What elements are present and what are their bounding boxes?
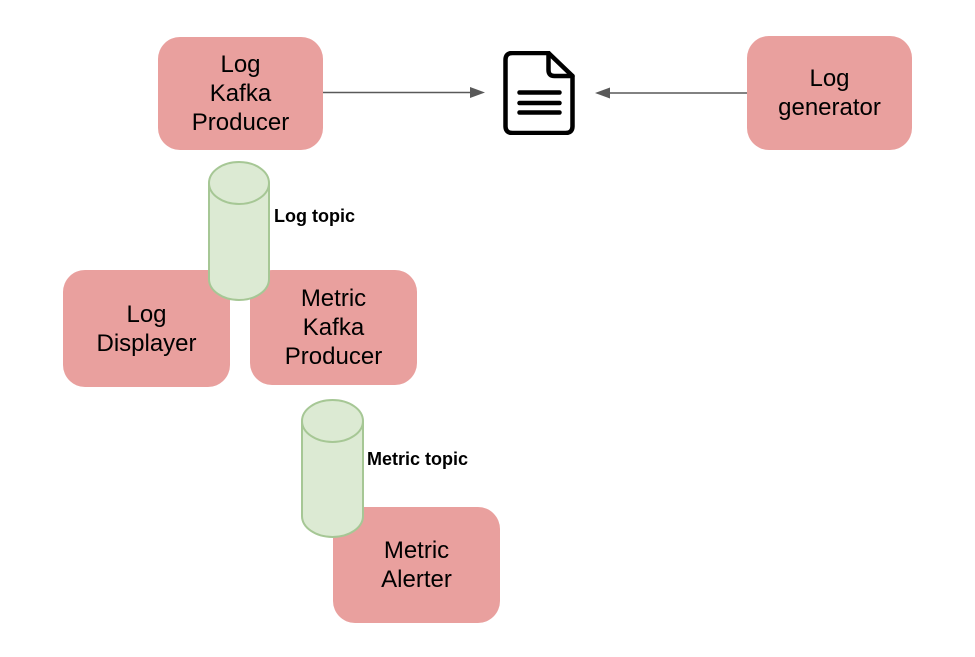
metric-topic-label: Metric topic: [367, 449, 469, 469]
node-log-generator: Log generator: [747, 36, 912, 150]
metric-topic-cylinder: [301, 399, 364, 538]
node-label: Log generator: [778, 65, 881, 121]
node-metric-alerter: Metric Alerter: [333, 507, 500, 623]
log-topic-cylinder: [208, 161, 270, 301]
arrow-producer-to-file: [323, 87, 485, 98]
node-label: Log Kafka Producer: [191, 51, 290, 136]
node-label: Metric Kafka Producer: [284, 285, 383, 370]
node-log-displayer: Log Displayer: [63, 270, 230, 387]
arrow-generator-to-file: [595, 87, 747, 99]
node-label: Log Displayer: [96, 300, 197, 357]
log-topic-label: Log topic: [274, 206, 355, 226]
node-metric-kafka-producer: Metric Kafka Producer: [250, 270, 417, 385]
node-label: Metric Alerter: [381, 537, 452, 593]
node-log-kafka-producer: Log Kafka Producer: [158, 37, 323, 150]
document-icon: [503, 51, 575, 135]
